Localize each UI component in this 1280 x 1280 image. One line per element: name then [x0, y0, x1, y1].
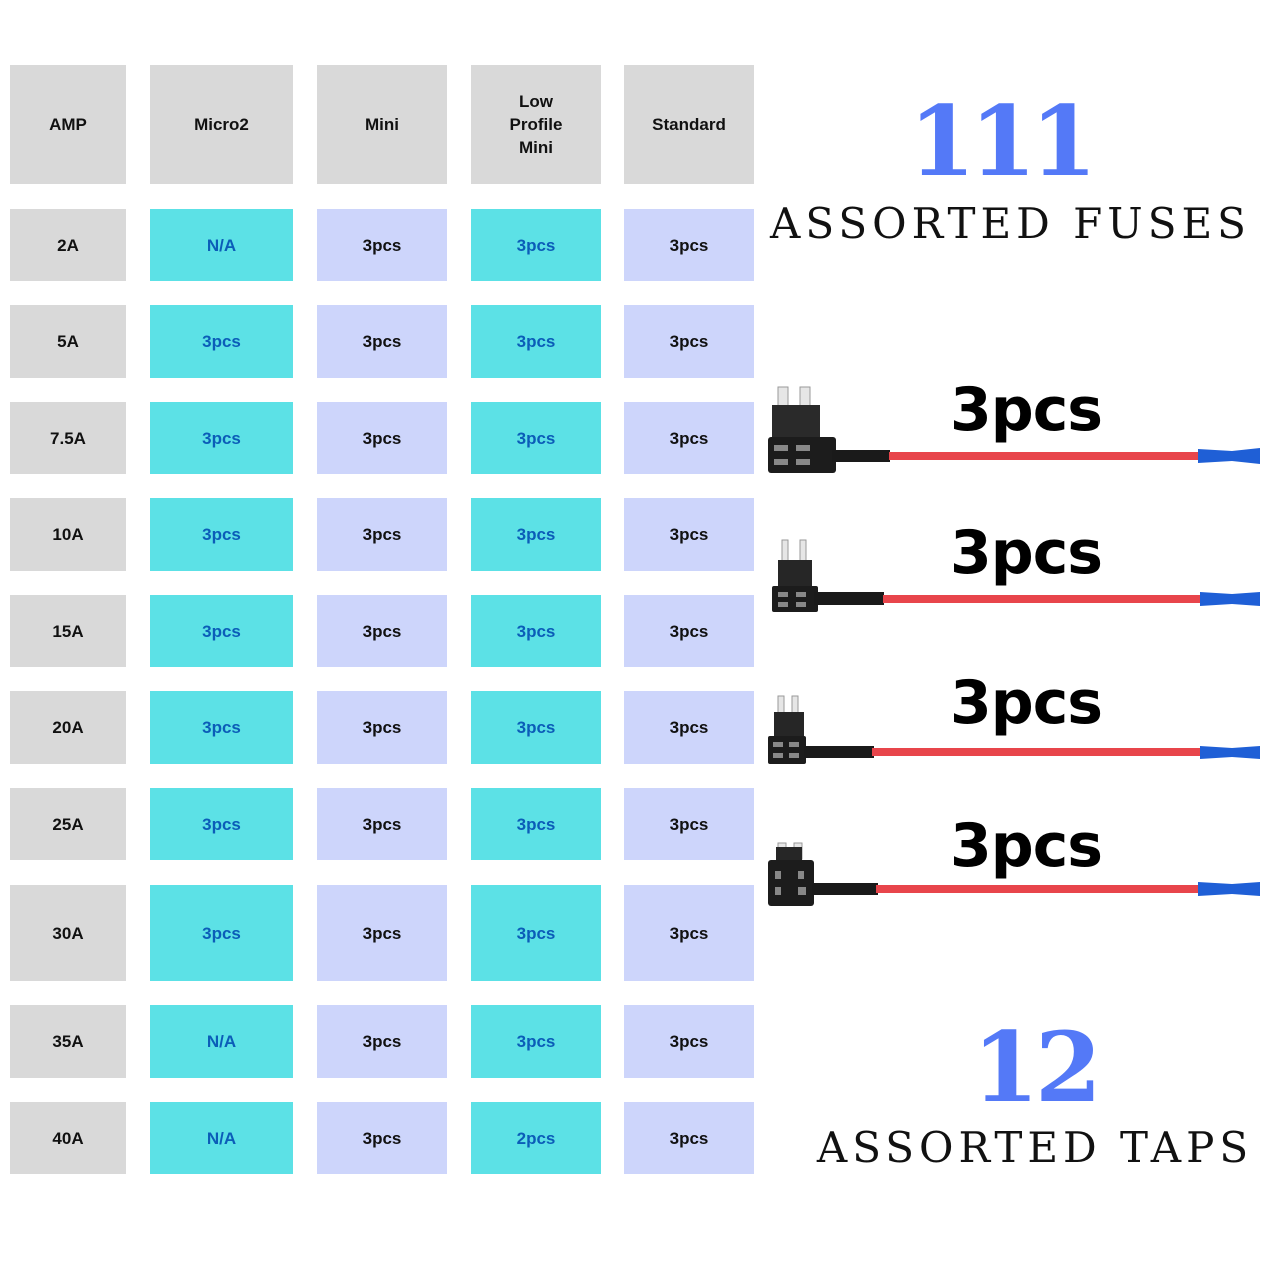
micro2-cell: 3pcs: [150, 498, 293, 571]
amp-cell: 2A: [10, 209, 126, 281]
standard-cell: 3pcs: [624, 305, 754, 378]
taps-caption: ASSORTED TAPS: [816, 1123, 1254, 1172]
header-standard: Standard: [624, 65, 754, 184]
standard-cell: 3pcs: [624, 691, 754, 764]
low-profile-mini-cell: 3pcs: [471, 1005, 601, 1078]
amp-cell: 25A: [10, 788, 126, 860]
mini-cell: 3pcs: [317, 595, 447, 667]
mini-cell: 3pcs: [317, 1102, 447, 1174]
micro2-cell: N/A: [150, 1102, 293, 1174]
tap-quantity: 3pcs: [950, 811, 1103, 881]
mini-fuse-tap-icon: [768, 842, 1260, 906]
low-profile-mini-cell: 3pcs: [471, 595, 601, 667]
standard-cell: 3pcs: [624, 209, 754, 281]
mini-cell: 3pcs: [317, 885, 447, 981]
micro2-cell: 3pcs: [150, 402, 293, 474]
fuses-caption: ASSORTED FUSES: [770, 199, 1251, 248]
amp-cell: 40A: [10, 1102, 126, 1174]
mini-cell: 3pcs: [317, 1005, 447, 1078]
low-profile-mini-cell: 3pcs: [471, 691, 601, 764]
standard-cell: 3pcs: [624, 402, 754, 474]
low-profile-mini-cell: 3pcs: [471, 788, 601, 860]
amp-cell: 7.5A: [10, 402, 126, 474]
standard-cell: 3pcs: [624, 885, 754, 981]
micro2-cell: N/A: [150, 209, 293, 281]
low-profile-mini-cell: 3pcs: [471, 209, 601, 281]
mini-cell: 3pcs: [317, 209, 447, 281]
header-amp: AMP: [10, 65, 126, 184]
fuse-count: 111: [908, 85, 1097, 198]
tap-quantity: 3pcs: [950, 375, 1103, 445]
fuse-tap-standard: 3pcs: [762, 375, 1272, 480]
amp-cell: 30A: [10, 885, 126, 981]
header-line: Profile: [509, 115, 563, 134]
amp-cell: 5A: [10, 305, 126, 378]
low-profile-mini-cell: 3pcs: [471, 402, 601, 474]
amp-cell: 20A: [10, 691, 126, 764]
low-profile-mini-fuse-tap-icon: [768, 695, 1260, 764]
low-profile-mini-cell: 3pcs: [471, 885, 601, 981]
fuse-tap-low-profile-mini: 3pcs: [762, 668, 1272, 770]
amp-cell: 15A: [10, 595, 126, 667]
micro2-cell: 3pcs: [150, 595, 293, 667]
header-low-profile-mini: Low Profile Mini: [471, 65, 601, 184]
amp-cell: 35A: [10, 1005, 126, 1078]
micro2-cell: 3pcs: [150, 691, 293, 764]
header-mini: Mini: [317, 65, 447, 184]
micro2-fuse-tap-icon: [772, 539, 1260, 612]
standard-cell: 3pcs: [624, 1005, 754, 1078]
tap-quantity: 3pcs: [950, 518, 1103, 588]
low-profile-mini-cell: 3pcs: [471, 498, 601, 571]
mini-cell: 3pcs: [317, 498, 447, 571]
fuse-tap-mini: 3pcs: [762, 811, 1272, 915]
low-profile-mini-cell: 3pcs: [471, 305, 601, 378]
header-line: Low: [519, 92, 553, 111]
header-line: Mini: [519, 138, 553, 157]
tap-count: 12: [972, 1011, 1102, 1124]
standard-cell: 3pcs: [624, 595, 754, 667]
standard-cell: 3pcs: [624, 1102, 754, 1174]
standard-cell: 3pcs: [624, 788, 754, 860]
mini-cell: 3pcs: [317, 691, 447, 764]
mini-cell: 3pcs: [317, 305, 447, 378]
micro2-cell: 3pcs: [150, 305, 293, 378]
amp-cell: 10A: [10, 498, 126, 571]
standard-cell: 3pcs: [624, 498, 754, 571]
fuse-tap-micro2: 3pcs: [762, 518, 1272, 622]
low-profile-mini-cell: 2pcs: [471, 1102, 601, 1174]
mini-cell: 3pcs: [317, 402, 447, 474]
micro2-cell: 3pcs: [150, 885, 293, 981]
micro2-cell: N/A: [150, 1005, 293, 1078]
header-micro2: Micro2: [150, 65, 293, 184]
tap-quantity: 3pcs: [950, 668, 1103, 738]
mini-cell: 3pcs: [317, 788, 447, 860]
micro2-cell: 3pcs: [150, 788, 293, 860]
standard-fuse-tap-icon: [768, 386, 1260, 473]
